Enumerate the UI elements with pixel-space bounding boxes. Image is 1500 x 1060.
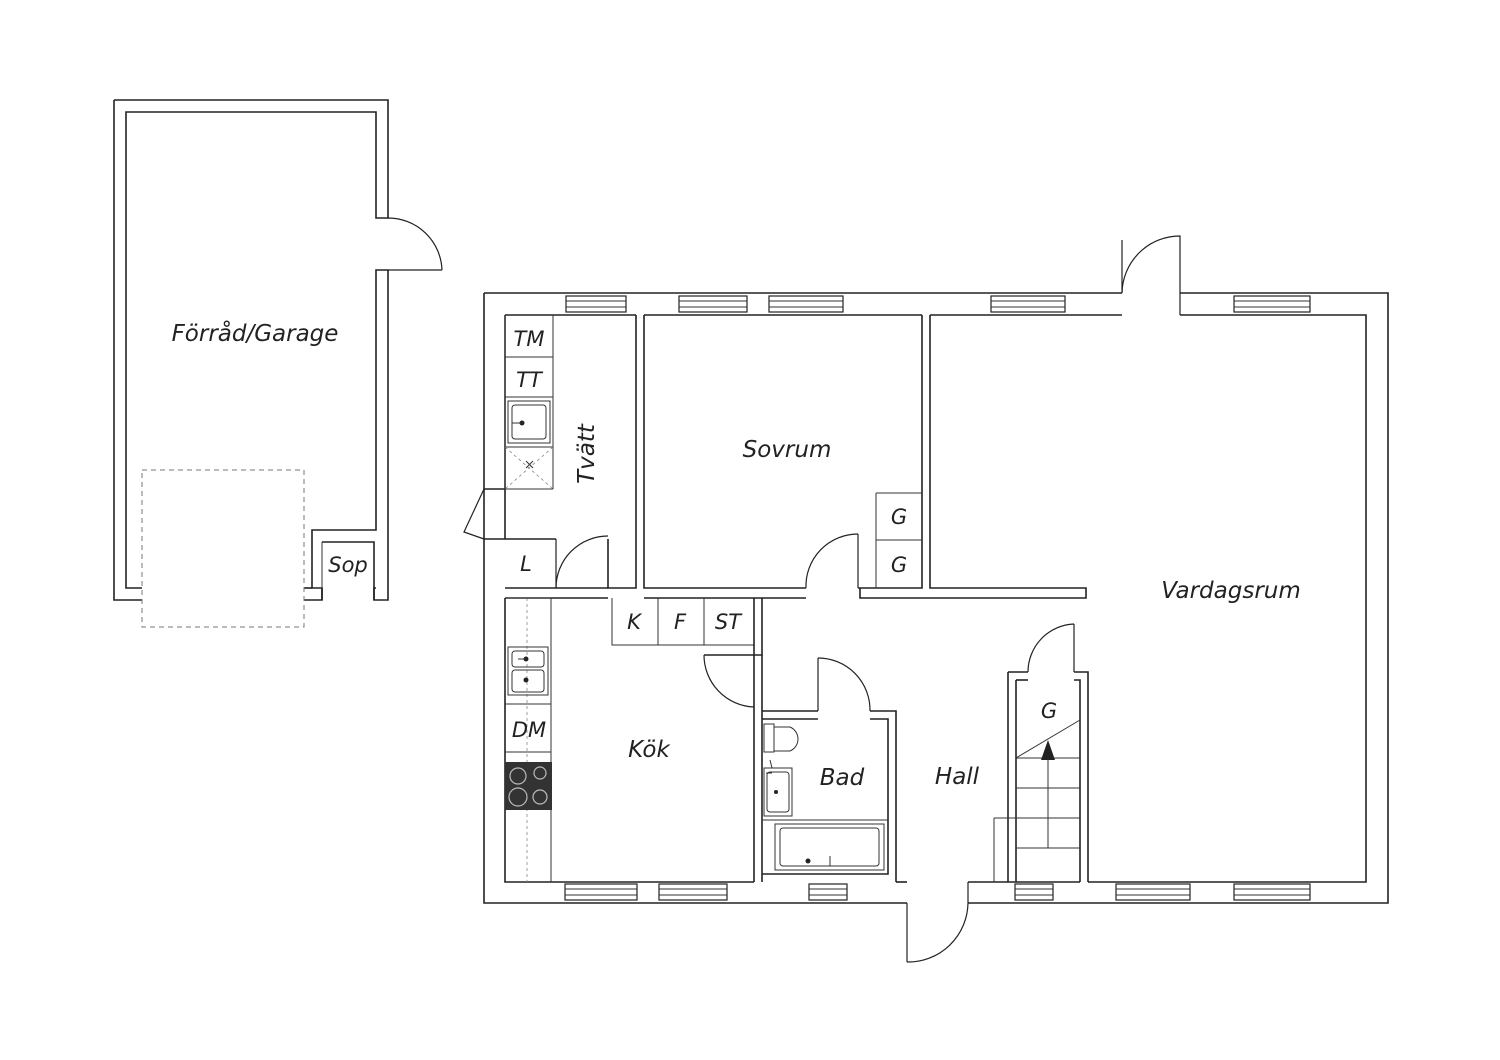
garage-door[interactable] [387, 217, 443, 271]
door-kok[interactable] [555, 535, 609, 589]
dishwasher-outline [505, 703, 551, 753]
fixture-label-g-2: G [891, 553, 907, 577]
stair-arrow-icon [1041, 740, 1055, 760]
stove-icon [505, 762, 552, 810]
fixture-label-tt: TT [516, 368, 544, 392]
house-outer-walls [483, 292, 1389, 904]
door-entrance[interactable] [906, 882, 969, 963]
fixture-label-dm: DM [512, 718, 546, 742]
sink-icon [507, 400, 551, 444]
door-kok-hall[interactable] [703, 654, 755, 708]
closet-row [611, 598, 763, 656]
fixture-label-st: ST [715, 610, 743, 634]
fixture-label-g-3: G [1041, 699, 1057, 723]
floor-drain-icon [504, 446, 554, 490]
wardrobes-sovrum [875, 492, 922, 588]
room-label-kok: Kök [628, 737, 671, 763]
bathtub-icon [774, 823, 885, 871]
room-label-tvatt: Tvätt [574, 423, 600, 484]
room-label-sop: Sop [328, 553, 368, 577]
fixture-label-tm: TM [514, 327, 545, 351]
door-stair[interactable] [1027, 623, 1075, 673]
door-vardagsrum-balcony[interactable] [1121, 235, 1181, 315]
door-bad[interactable] [817, 657, 871, 712]
kitchen-counter [505, 597, 552, 882]
door-tvatt-outside[interactable] [463, 488, 485, 540]
room-label-bad: Bad [820, 765, 865, 791]
room-label-hall: Hall [935, 764, 980, 790]
fixture-label-k: K [627, 610, 643, 634]
toilet-icon [763, 723, 799, 753]
bath-sink-icon [763, 759, 793, 817]
fixture-label-l: L [520, 552, 532, 576]
room-label-vardagsrum: Vardagsrum [1161, 578, 1301, 604]
kitchen-sink-icon [507, 646, 549, 696]
fixture-label-g-1: G [891, 505, 907, 529]
door-sovrum[interactable] [805, 533, 859, 589]
windows [564, 295, 1311, 901]
room-label-sovrum: Sovrum [743, 437, 832, 463]
bad-walls [753, 655, 897, 882]
parking-outline [141, 469, 305, 628]
tvatt-counter [504, 315, 554, 490]
fixture-label-f: F [674, 610, 687, 634]
sovrum-walls [643, 315, 1087, 599]
room-label-forrad: Förråd/Garage [172, 319, 339, 347]
garage-building [113, 99, 389, 601]
